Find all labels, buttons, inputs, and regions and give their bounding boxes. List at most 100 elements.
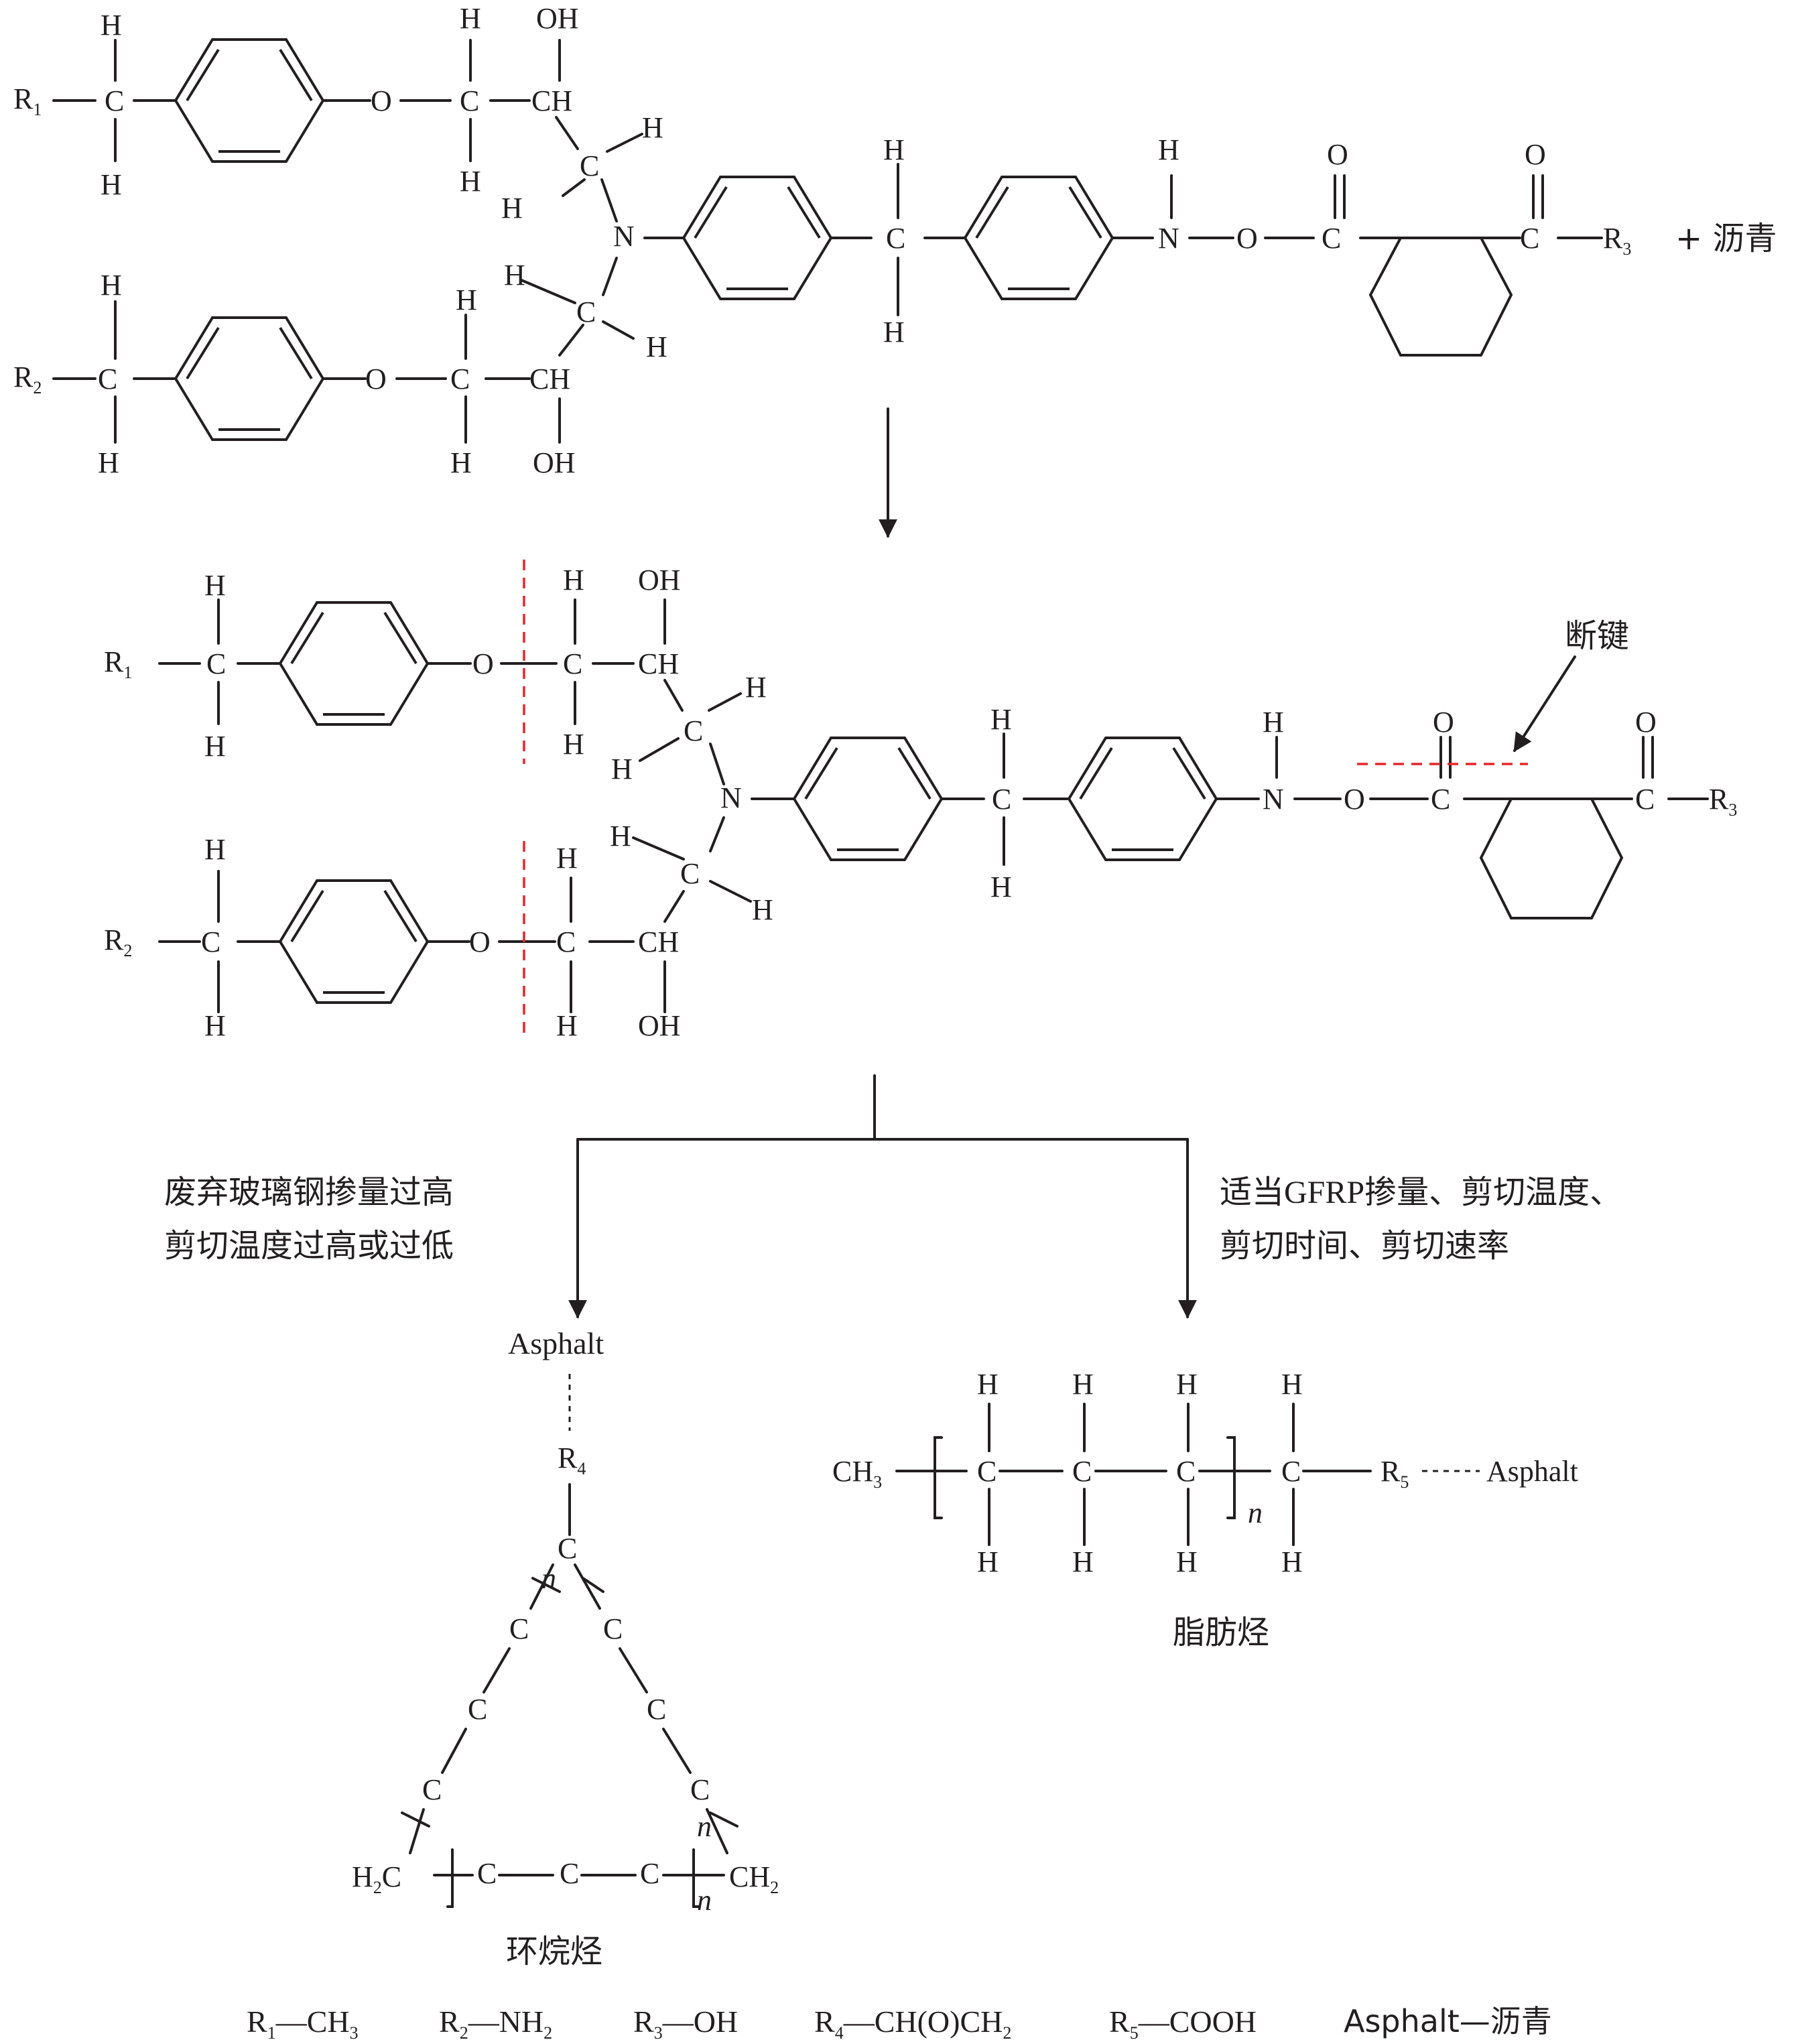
svg-text:H: H [990,703,1012,736]
bond-break-arrow [1513,655,1576,753]
svg-text:H: H [610,820,631,852]
legend-r1: R1—CH3 [247,2004,359,2043]
svg-text:H: H [1281,1368,1303,1401]
benzene-ring-icon [174,316,325,441]
cycloalkane-label: 环烷烃 [506,1933,602,1970]
svg-text:H: H [204,730,226,763]
svg-text:C: C [977,1455,997,1488]
legend-r5: R5—COOH [1109,2004,1257,2043]
svg-text:R1: R1 [104,645,132,682]
svg-text:C: C [1072,1455,1092,1488]
svg-text:CH3: CH3 [832,1455,882,1492]
svg-text:H: H [101,269,122,302]
svg-text:H: H [646,330,667,363]
svg-text:C: C [580,149,599,182]
intermediate-molecule: 断键 R1 H C H O C H H CH OH H C H N R2 H C… [104,560,1737,1042]
svg-text:C: C [1176,1455,1196,1488]
svg-text:OH: OH [638,1009,681,1042]
svg-text:H: H [556,1009,578,1042]
svg-text:O: O [1236,222,1258,255]
svg-text:O: O [472,647,494,680]
svg-text:C: C [680,857,700,890]
svg-text:H: H [504,259,525,292]
svg-text:OH: OH [638,564,681,596]
svg-text:CH: CH [531,84,572,117]
svg-text:H: H [204,569,226,602]
svg-text:C: C [477,1857,497,1890]
svg-text:n: n [1248,1496,1263,1529]
svg-text:H: H [101,9,122,42]
svg-text:H: H [204,1009,226,1042]
svg-text:R4: R4 [558,1442,586,1478]
svg-text:C: C [460,84,479,117]
benzene-ring-icon [278,879,430,1004]
svg-text:R2: R2 [104,923,132,960]
svg-text:R2: R2 [13,361,42,397]
svg-text:OH: OH [536,2,579,35]
svg-text:H: H [1281,1545,1303,1578]
svg-text:H: H [1158,133,1179,166]
legend-r3: R3—OH [633,2004,738,2043]
substituent-legend: R1—CH3 R2—NH2 R3—OH R4—CH(O)CH2 R5—COOH … [247,2003,1552,2043]
svg-text:OH: OH [533,446,576,479]
svg-text:C: C [1520,222,1539,255]
svg-text:C: C [558,1532,577,1565]
aliphatic-product: CH3 C C C C R5 Asphalt H H H H H H H H n [832,1368,1578,1651]
svg-text:O: O [1327,138,1348,171]
benzene-ring-icon [792,737,944,861]
svg-text:H: H [977,1545,999,1578]
svg-text:H: H [752,893,773,926]
svg-text:H: H [563,728,584,761]
cyclohexane-ring-icon [1479,797,1624,919]
svg-text:CH: CH [529,363,570,395]
svg-text:O: O [469,925,491,958]
svg-text:O: O [1635,706,1657,739]
cyclohexane-ring-icon [1368,237,1513,357]
svg-text:N: N [720,781,742,814]
svg-text:O: O [1344,783,1365,816]
plus-asphalt-label: + 沥青 [1675,220,1777,257]
svg-text:n: n [697,1884,712,1917]
benzene-ring-icon [682,176,833,300]
svg-text:C: C [509,1612,529,1645]
svg-text:H: H [611,753,633,785]
left-condition-line1: 废弃玻璃钢掺量过高 [164,1175,454,1210]
asphalt-label: Asphalt [508,1326,604,1360]
svg-text:H: H [556,842,578,875]
svg-text:H: H [204,833,226,866]
svg-text:H: H [1176,1545,1198,1578]
svg-text:C: C [684,714,703,747]
bond-break-label: 断键 [1565,617,1629,655]
cycloalkane-product: Asphalt R4 C C C C C C C H2C C C C CH2 n… [352,1326,779,1970]
branch-arrows [568,1074,1197,1319]
svg-text:H: H [883,133,905,166]
svg-text:C: C [206,647,226,680]
svg-text:H: H [98,446,119,479]
svg-text:O: O [371,84,392,117]
svg-text:C: C [1322,222,1341,255]
svg-text:R3: R3 [1709,783,1737,820]
svg-text:CH: CH [638,647,679,680]
svg-text:H: H [642,111,663,144]
benzene-ring-icon [174,38,325,163]
svg-text:C: C [647,1693,666,1726]
svg-text:O: O [365,363,387,395]
svg-text:H: H [745,671,767,704]
svg-text:H: H [101,168,122,201]
svg-text:N: N [613,220,635,253]
aliphatic-label: 脂肪烃 [1173,1614,1269,1651]
left-condition-line2: 剪切温度过高或过低 [164,1228,454,1264]
svg-text:R3: R3 [1603,222,1631,259]
svg-text:H: H [460,165,481,198]
legend-r2: R2—NH2 [439,2004,552,2043]
svg-text:C: C [886,222,905,255]
svg-text:H: H [883,316,905,348]
svg-text:C: C [98,363,117,395]
svg-text:CH2: CH2 [729,1860,779,1897]
svg-text:O: O [1525,138,1546,171]
svg-text:H: H [460,2,481,35]
svg-text:H: H [563,564,584,596]
svg-text:H: H [1072,1368,1094,1401]
svg-text:C: C [201,925,220,958]
